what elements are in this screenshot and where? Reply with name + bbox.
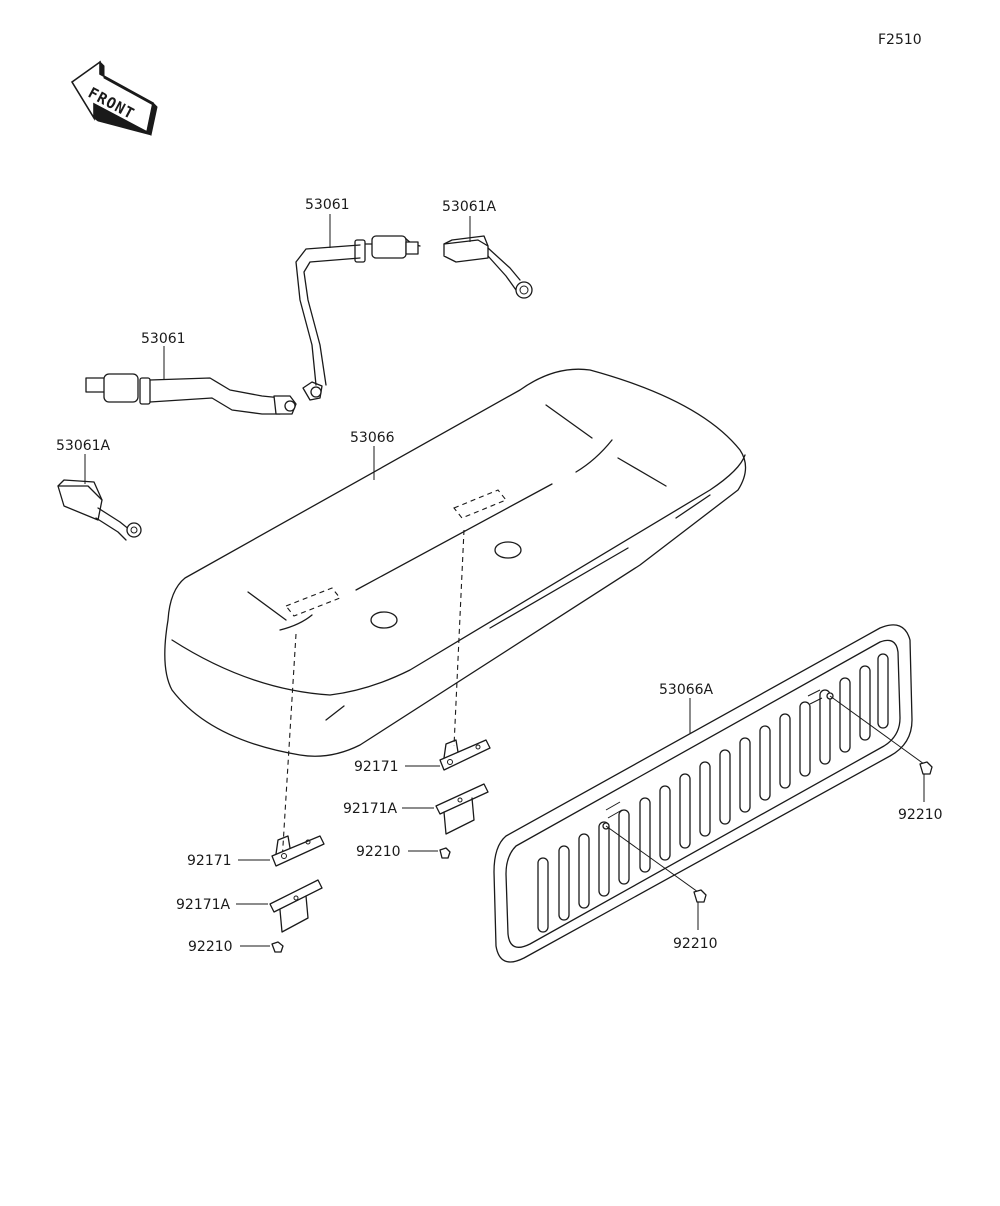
label-53061a-left: 53061A [56,438,111,454]
label-53061a-upper: 53061A [442,199,497,215]
seat-cushion [164,368,747,863]
bracket-right [439,739,491,771]
label-92171a-right: 92171A [343,801,398,817]
nut-back-right [919,761,933,775]
leader-lines [84,214,925,947]
label-92210-back-center: 92210 [673,936,718,952]
nut-center [439,847,451,859]
nut-back-center [693,889,707,903]
label-92171-right: 92171 [354,759,399,775]
front-arrow-icon: FRONT [70,60,158,136]
label-53061-upper: 53061 [305,197,350,213]
figure-code: F2510 [878,32,922,48]
bracket-left [271,835,325,867]
label-53066a: 53066A [659,682,714,698]
label-92210-left: 92210 [188,939,233,955]
bracket-left-a [269,879,323,933]
label-53061-left: 53061 [141,331,186,347]
label-92171-left: 92171 [187,853,232,869]
seat-back-slots [537,653,889,933]
label-92210-center: 92210 [356,844,401,860]
nut-left [271,941,284,953]
seat-belt-left [85,373,297,415]
label-53066: 53066 [350,430,395,446]
seat-back [493,624,925,963]
buckle-left [57,479,142,541]
seat-belt-upper [295,235,421,401]
label-92210-back-right: 92210 [898,807,943,823]
bracket-right-a [435,783,489,835]
label-92171a-left: 92171A [176,897,231,913]
buckle-upper [443,235,533,299]
